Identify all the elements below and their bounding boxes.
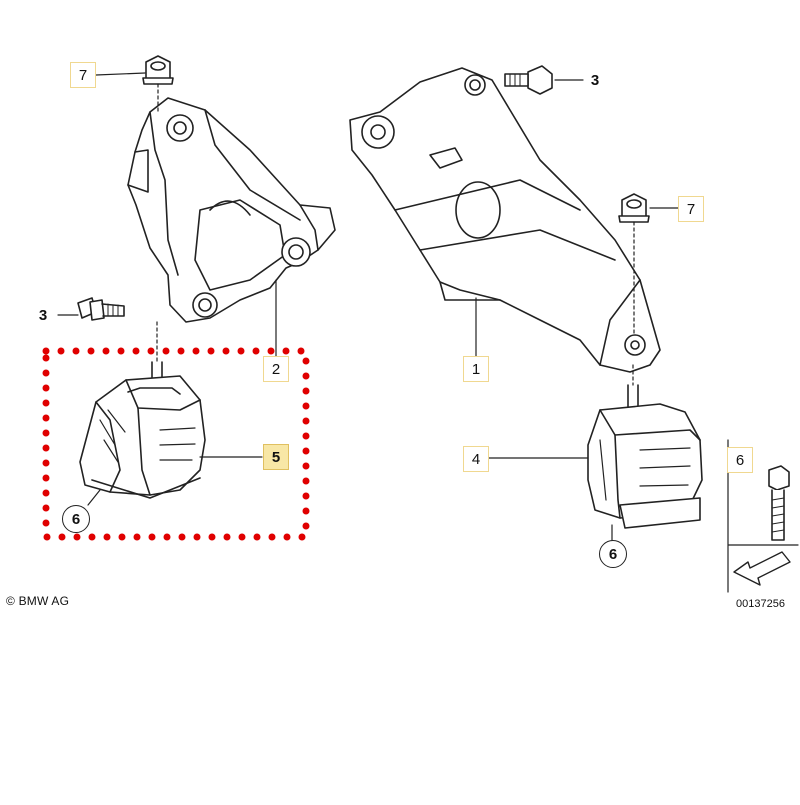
copyright-text: © BMW AG [6, 594, 70, 608]
nut-left [142, 55, 174, 85]
callout-4: 4 [463, 446, 489, 472]
callout-1: 1 [463, 356, 489, 382]
callout-2: 2 [263, 356, 289, 382]
callout-7-left: 7 [70, 62, 96, 88]
inset-bolt [768, 465, 790, 541]
callout-7-right: 7 [678, 196, 704, 222]
leader-lines [57, 72, 679, 541]
callout-3-left: 3 [38, 306, 48, 324]
nut-right [618, 193, 650, 223]
bolt-left [77, 297, 125, 321]
left-bracket [127, 97, 336, 323]
callout-6-right: 6 [599, 540, 627, 568]
left-engine-mount [79, 361, 206, 499]
drawing-number: 00137256 [736, 598, 785, 610]
right-bracket [349, 67, 661, 373]
bolt-top-right [504, 65, 553, 95]
callout-5: 5 [263, 444, 289, 470]
callout-6-inset: 6 [727, 447, 753, 473]
callout-3-top-right: 3 [590, 71, 600, 89]
callout-6-left: 6 [62, 505, 90, 533]
right-engine-mount [587, 384, 703, 529]
